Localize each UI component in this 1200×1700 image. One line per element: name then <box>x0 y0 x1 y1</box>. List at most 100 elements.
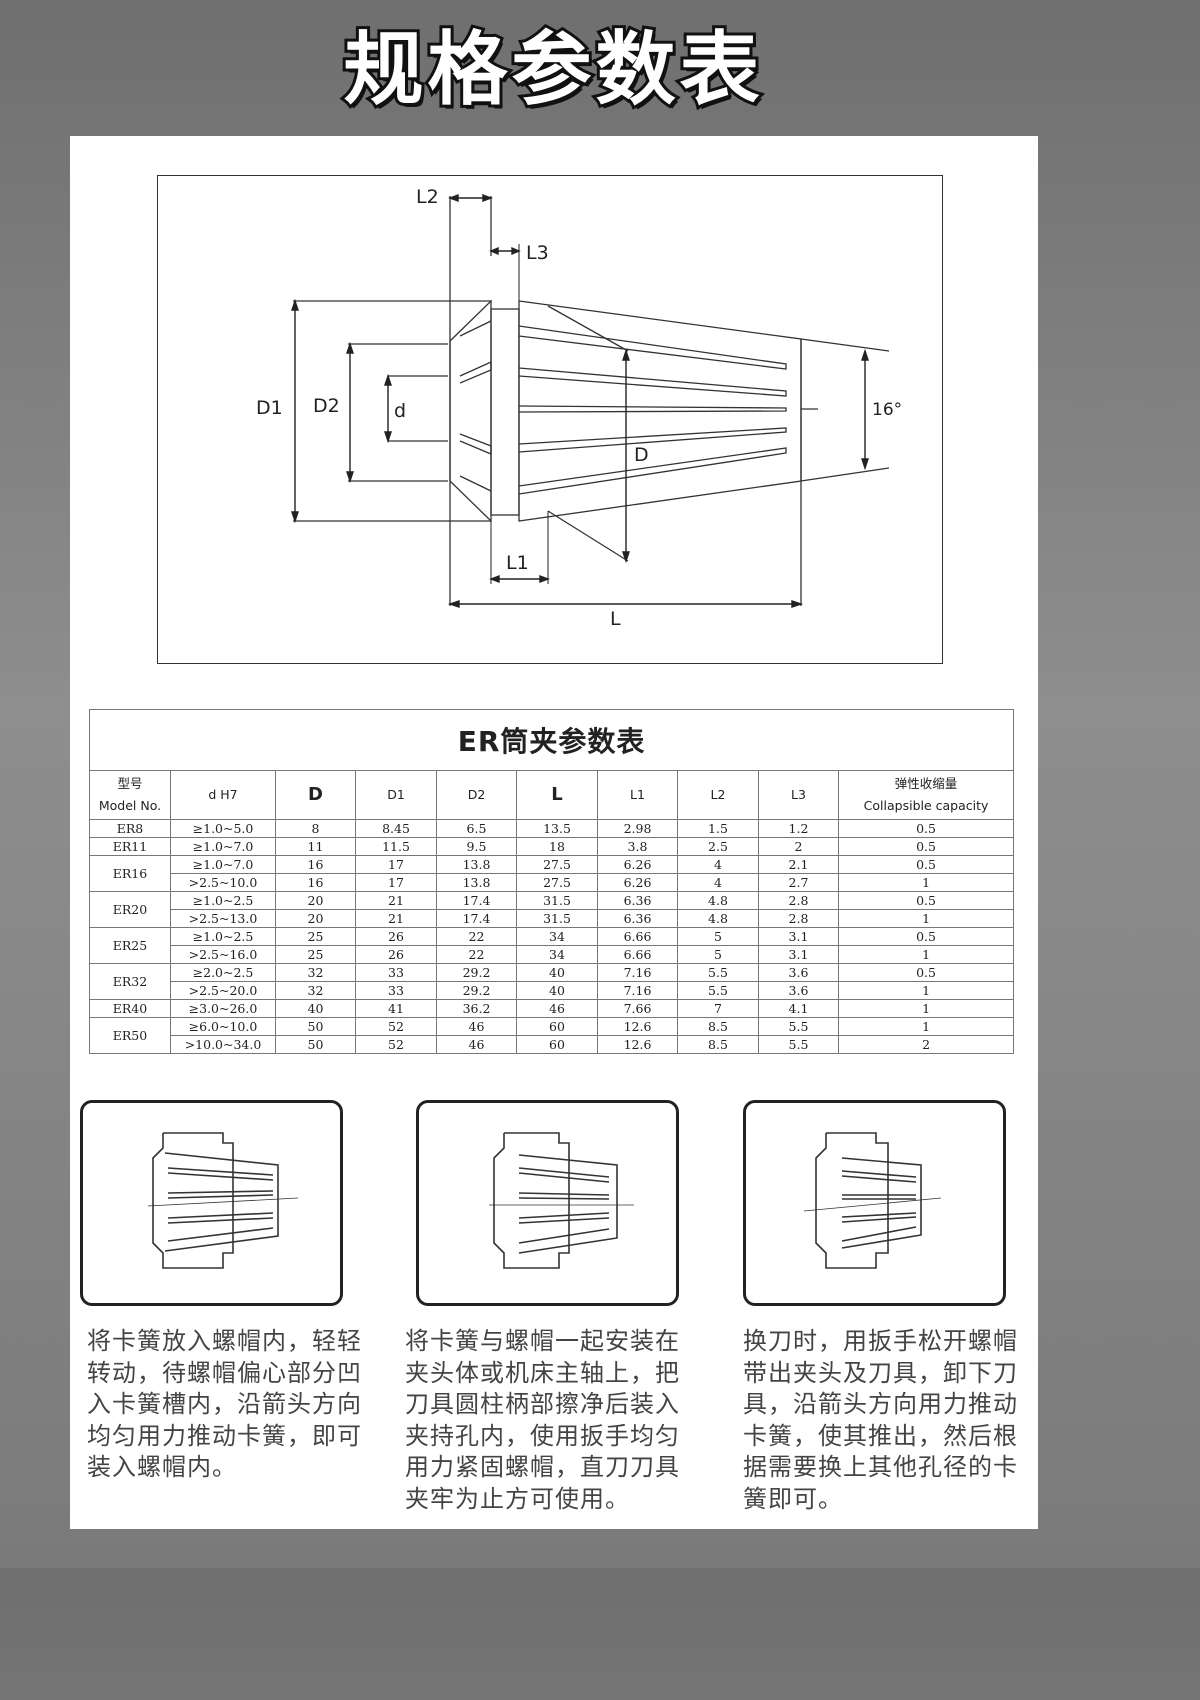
header-dh7: d H7 <box>170 770 276 820</box>
table-cell: >2.5~16.0 <box>170 945 276 964</box>
table-cell: >2.5~10.0 <box>170 873 276 892</box>
table-cell: 3.6 <box>758 963 839 982</box>
table-cell: 46 <box>436 1017 517 1036</box>
table-cell: 16 <box>275 855 356 874</box>
table-cell: 5.5 <box>677 981 759 1000</box>
step-text-line: 夹头体或机床主轴上，把 <box>405 1358 680 1387</box>
table-cell: 29.2 <box>436 963 517 982</box>
table-cell: 17.4 <box>436 891 517 910</box>
table-cell: 2.98 <box>597 819 678 838</box>
table-cell: 60 <box>516 1035 598 1054</box>
table-cell: ≥1.0~2.5 <box>170 891 276 910</box>
table-cell: 3.8 <box>597 837 678 856</box>
table-cell: 21 <box>355 909 437 928</box>
table-cell: 3.6 <box>758 981 839 1000</box>
step-1-illustration <box>80 1100 343 1306</box>
table-cell: 0.5 <box>837 819 1015 838</box>
collet-nut-icon <box>803 1132 942 1269</box>
table-cell: ≥1.0~2.5 <box>170 927 276 946</box>
header-L: L <box>516 770 598 820</box>
table-cell: 50 <box>275 1035 356 1054</box>
step-1-text: 将卡簧放入螺帽内，轻轻转动，待螺帽偏心部分凹入卡簧槽内，沿箭头方向均匀用力推动卡… <box>87 1326 377 1484</box>
label-L: L <box>610 608 621 630</box>
table-cell: 46 <box>436 1035 517 1054</box>
table-cell: 1 <box>837 981 1015 1000</box>
step-text-line: 刀具圆柱柄部擦净后装入 <box>405 1390 680 1418</box>
table-cell: 6.66 <box>597 927 678 946</box>
model-cell: ER50 <box>89 1017 171 1054</box>
table-cell: ≥1.0~5.0 <box>170 819 276 838</box>
step-3-text: 换刀时，用扳手松开螺帽带出夹头及刀具，卸下刀具，沿箭头方向用力推动卡簧，使其推出… <box>743 1326 1033 1515</box>
table-cell: 0.5 <box>837 927 1015 946</box>
step-text-line: 带出夹头及刀具，卸下刀 <box>743 1358 1018 1387</box>
table-cell: ≥3.0~26.0 <box>170 999 276 1018</box>
step-text-line: 转动，待螺帽偏心部分凹 <box>87 1358 362 1387</box>
table-cell: 8.45 <box>355 819 437 838</box>
table-cell: 11 <box>275 837 356 856</box>
table-cell: 12.6 <box>597 1017 678 1036</box>
table-cell: 22 <box>436 927 517 946</box>
model-cell: ER8 <box>89 819 171 838</box>
table-cell: 27.5 <box>516 855 598 874</box>
table-cell: 2.7 <box>758 873 839 892</box>
step-text-line: 据需要换上其他孔径的卡 <box>743 1453 1018 1481</box>
table-cell: 6.26 <box>597 873 678 892</box>
table-cell: 29.2 <box>436 981 517 1000</box>
step-2-text: 将卡簧与螺帽一起安装在夹头体或机床主轴上，把刀具圆柱柄部擦净后装入夹持孔内，使用… <box>405 1326 695 1515</box>
table-cell: 46 <box>516 999 598 1018</box>
step-text-line: 簧即可。 <box>743 1484 843 1513</box>
collet-nut-icon <box>147 1132 299 1269</box>
model-cell: ER25 <box>89 927 171 964</box>
step-text-line: 卡簧，使其推出，然后根 <box>743 1421 1018 1450</box>
label-L1: L1 <box>506 552 529 574</box>
label-D: D <box>634 444 649 466</box>
table-cell: 5.5 <box>677 963 759 982</box>
label-L3: L3 <box>526 242 549 264</box>
table-cell: 34 <box>516 945 598 964</box>
step-text-line: 均匀用力推动卡簧，即可 <box>87 1421 362 1450</box>
table-cell: ≥6.0~10.0 <box>170 1017 276 1036</box>
table-cell: 3.1 <box>758 927 839 946</box>
table-cell: 6.36 <box>597 909 678 928</box>
table-cell: 52 <box>355 1035 437 1054</box>
table-cell: 0.5 <box>837 891 1015 910</box>
header-L2: L2 <box>677 770 759 820</box>
table-cell: 33 <box>355 981 437 1000</box>
table-cell: 7 <box>677 999 759 1018</box>
header-D: D <box>275 770 356 820</box>
table-cell: 25 <box>275 927 356 946</box>
step-text-line: 入卡簧槽内，沿箭头方向 <box>87 1390 362 1418</box>
header-L3: L3 <box>758 770 839 820</box>
table-cell: 31.5 <box>516 909 598 928</box>
collet-dimension-diagram: L2 L3 D1 D2 d D 16° L1 L <box>157 175 943 664</box>
table-cell: 26 <box>355 945 437 964</box>
table-cell: 4 <box>677 873 759 892</box>
table-cell: ≥1.0~7.0 <box>170 855 276 874</box>
table-cell: 4.8 <box>677 909 759 928</box>
step-text-line: 装入螺帽内。 <box>87 1453 237 1481</box>
table-cell: 0.5 <box>837 837 1015 856</box>
table-cell: 34 <box>516 927 598 946</box>
table-cell: 26 <box>355 927 437 946</box>
table-cell: 18 <box>516 837 598 856</box>
table-cell: 1.5 <box>677 819 759 838</box>
table-cell: 7.66 <box>597 999 678 1018</box>
table-cell: 6.26 <box>597 855 678 874</box>
table-cell: 40 <box>516 963 598 982</box>
table-cell: 2.1 <box>758 855 839 874</box>
table-cell: ≥2.0~2.5 <box>170 963 276 982</box>
table-cell: 31.5 <box>516 891 598 910</box>
header-L1: L1 <box>597 770 678 820</box>
page-title: 规格参数表 <box>341 20 764 119</box>
collet-drawing <box>291 193 890 608</box>
label-D1: D1 <box>256 397 283 419</box>
table-cell: 7.16 <box>597 963 678 982</box>
header-D2: D2 <box>436 770 517 820</box>
